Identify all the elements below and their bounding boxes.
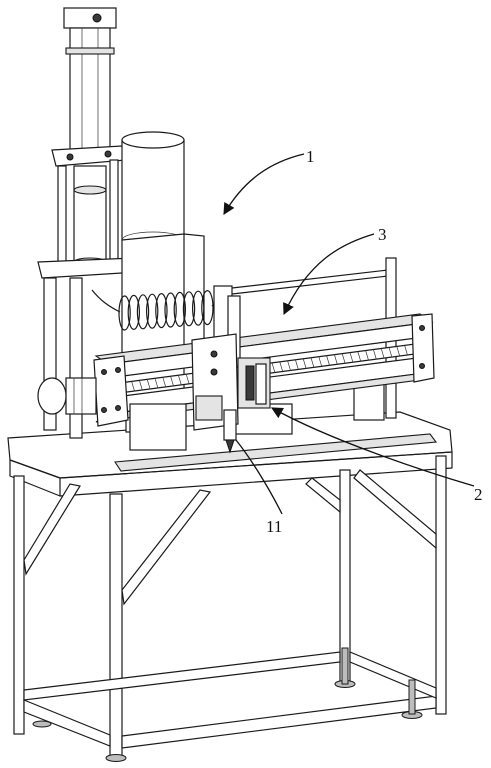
- screw-thread: [185, 374, 190, 385]
- screw-thread: [388, 347, 393, 358]
- screw-thread: [318, 356, 323, 367]
- screw-thread: [302, 358, 307, 369]
- screw-thread: [131, 381, 135, 392]
- screw-thread: [396, 346, 401, 357]
- callout-label-11: 11: [266, 517, 282, 536]
- screw-thread: [279, 361, 284, 372]
- screw-thread: [146, 379, 151, 390]
- screw-thread: [365, 350, 369, 361]
- screw-thread: [341, 353, 346, 364]
- spring-coil: [127, 294, 140, 330]
- spring-coil: [191, 290, 205, 326]
- spring-coil: [145, 293, 159, 329]
- screw-thread: [373, 349, 377, 360]
- leader-3: [283, 233, 375, 316]
- callout-leaders: [223, 153, 475, 515]
- callout-label-2: 2: [474, 485, 483, 504]
- spring-coil: [182, 291, 196, 327]
- screw-thread: [326, 355, 330, 366]
- spring-coil: [201, 290, 214, 326]
- hose-line-left: [91, 289, 121, 313]
- spring-coil: [118, 295, 131, 331]
- coil-spring: [91, 289, 233, 331]
- leader-2: [270, 407, 475, 487]
- spring-coil: [136, 294, 150, 330]
- table-frame: [7, 411, 453, 762]
- screw-thread: [357, 351, 362, 362]
- screw-thread: [349, 352, 354, 363]
- screw-thread: [334, 354, 338, 365]
- screw-thread: [404, 345, 408, 356]
- screw-thread: [178, 375, 182, 386]
- spring-coil: [155, 293, 168, 329]
- screw-thread: [380, 348, 385, 359]
- screw-thread: [139, 380, 143, 391]
- leader-11: [235, 439, 283, 515]
- spring-coil: [173, 291, 186, 327]
- screw-thread: [170, 376, 174, 387]
- screw-thread: [287, 360, 291, 371]
- screw-thread: [271, 362, 276, 373]
- dispensing-carriage: [191, 285, 271, 454]
- screw-thread: [154, 378, 159, 389]
- screw-thread: [295, 359, 299, 370]
- screw-thread: [310, 357, 315, 368]
- spring-coil: [164, 292, 177, 328]
- callout-label-1: 1: [306, 147, 315, 166]
- screw-thread: [162, 377, 167, 388]
- callout-label-3: 3: [378, 225, 387, 244]
- leader-1: [223, 153, 305, 216]
